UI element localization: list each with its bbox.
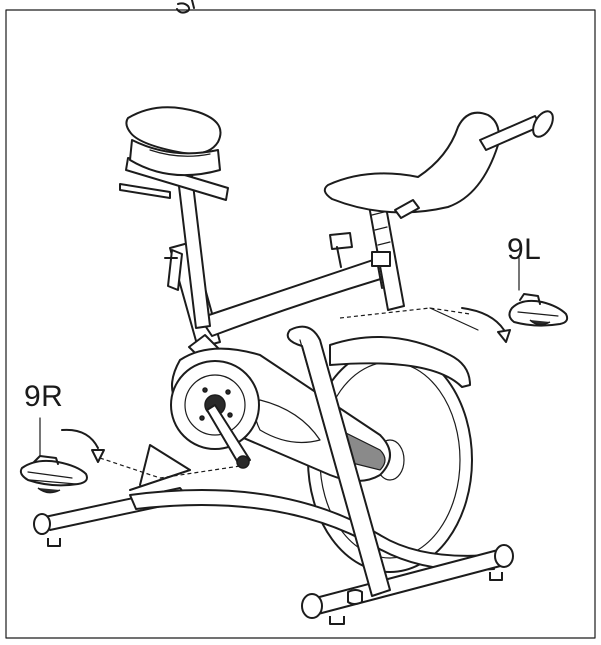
crank-assembly [170, 360, 260, 469]
flywheel-guard [329, 336, 471, 388]
right-pedal-9r [19, 417, 241, 494]
seat [119, 106, 229, 329]
callout-label-9r: 9R [24, 380, 64, 413]
handlebar [323, 110, 554, 311]
header-fragment [176, 0, 195, 14]
diagram-border [5, 9, 596, 639]
left-pedal-9l [339, 257, 569, 343]
callout-label-9l: 9L [507, 233, 542, 266]
base-frame [33, 444, 514, 625]
